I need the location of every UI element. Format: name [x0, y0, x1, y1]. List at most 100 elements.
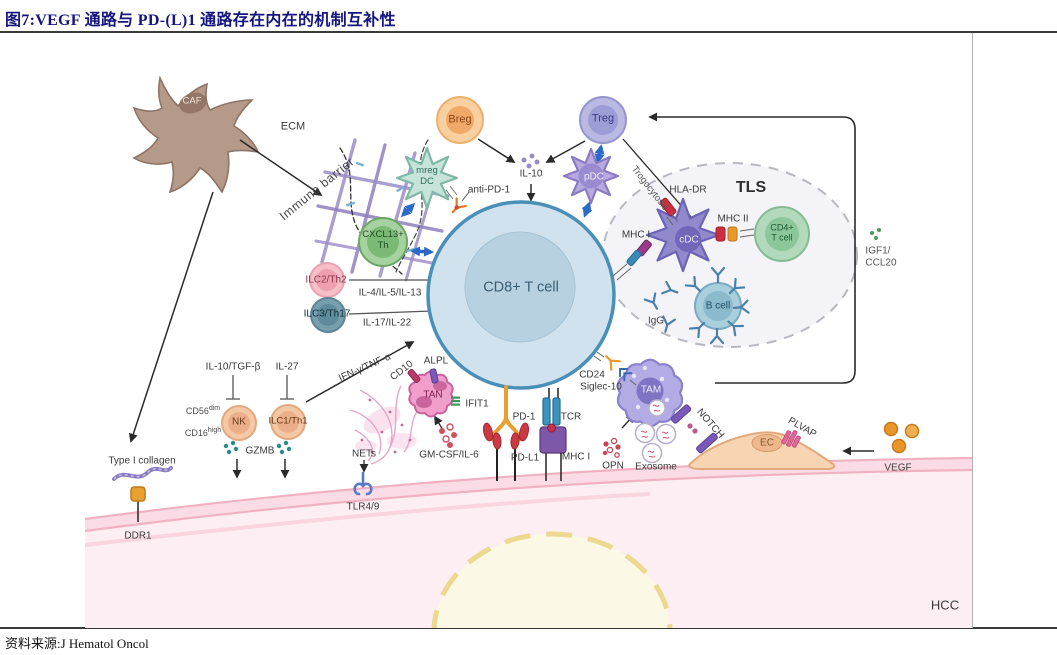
label-il17-il22: IL-17/IL-22	[362, 317, 412, 329]
tam-cell	[616, 358, 684, 428]
title-rule	[0, 31, 1057, 33]
cxcl13-cd8-arrow	[410, 246, 434, 257]
ilc3-line	[348, 310, 433, 315]
mreg-dc-cell	[395, 146, 459, 210]
treg-cell	[579, 96, 627, 144]
source-note: 资料来源:J Hematol Oncol	[5, 636, 149, 651]
label-cd24: CD24	[579, 369, 605, 381]
label-caf: CAF	[182, 95, 202, 107]
cd10-marker	[407, 369, 421, 383]
caf-nucleus	[179, 92, 207, 114]
label-treg: Treg	[591, 112, 615, 125]
mhc2-receptor	[715, 226, 755, 242]
label-cd4-t-cell: CD4+ T cell	[770, 222, 794, 243]
tam-exosome-forming	[648, 399, 666, 417]
label-ifit1: IFIT1	[465, 398, 489, 410]
label-cd8-t-cell: CD8+ T cell	[483, 279, 559, 296]
pdc-cell	[562, 147, 620, 205]
label-mhc1: MHC I	[561, 451, 591, 463]
label-tan: TAN	[423, 389, 443, 401]
plvap-structure	[781, 430, 801, 448]
ilc2-th2-cell	[309, 262, 345, 298]
caf-cell	[132, 75, 260, 194]
opn-dots	[602, 437, 621, 458]
label-cxcl13-th: CXCL13+ Th	[362, 229, 404, 251]
tumor-nucleus	[431, 531, 673, 628]
label-tlr4-9: TLR4/9	[346, 501, 380, 513]
label-pd1: PD-1	[512, 411, 536, 423]
label-gm-csf-il6: GM-CSF/IL-6	[419, 449, 479, 461]
breg-to-il10-arrow	[477, 138, 516, 163]
label-il27: IL-27	[275, 361, 299, 373]
label-opn: OPN	[602, 460, 624, 472]
exosome-vesicles	[634, 422, 677, 464]
alpl-marker	[429, 368, 439, 384]
arrows	[128, 138, 874, 479]
gm-csf-il6-dots	[439, 423, 457, 448]
cd24-siglec10-receptors	[593, 351, 637, 386]
label-il4-il5-il13: IL-4/IL-5/IL-13	[358, 287, 422, 299]
tcr-mhc1-complex	[539, 388, 567, 481]
ifng-tnfa-arrow	[305, 341, 415, 403]
label-ec: EC	[760, 437, 774, 449]
nets-region	[349, 385, 419, 465]
label-breg: Breg	[448, 113, 472, 126]
label-mhc1-tls: MHC I	[621, 229, 651, 241]
cxcl13-th-cell	[358, 217, 408, 267]
label-gzmb: GZMB	[245, 445, 275, 457]
type1-collagen-fiber	[112, 466, 173, 481]
label-pdc: pDC	[583, 171, 605, 183]
treg-to-il10-arrow	[545, 140, 586, 163]
ilc3-th17-cell	[310, 297, 346, 333]
mregdc-cxcl13-arrow	[400, 202, 416, 218]
igf1-ccl20-dots	[870, 228, 881, 240]
label-ilc3-th17: ILC3/Th17	[303, 308, 351, 320]
label-cdc: cDC	[679, 234, 699, 246]
label-tcr: TCR	[560, 411, 582, 423]
gzmb-dots	[223, 440, 292, 455]
label-siglec10: Siglec-10	[580, 381, 622, 393]
figure-title: 图7:VEGF 通路与 PD-(L)1 通路存在内在的机制互补性	[5, 12, 396, 29]
label-ilc2-th2: ILC2/Th2	[305, 274, 347, 286]
caf-to-ecm-arrow	[239, 139, 323, 197]
label-b-cell: B cell	[705, 300, 731, 312]
hcc-tumor-cell	[85, 456, 973, 628]
tan-surface-markers	[407, 368, 460, 406]
label-vegf: VEGF	[884, 462, 912, 474]
label-anti-pd1: anti-PD-1	[467, 184, 511, 196]
label-ecm: ECM	[280, 120, 306, 133]
cd8-t-cell	[426, 200, 616, 390]
mhc1-tls-receptor	[612, 239, 652, 281]
label-nk: NK	[232, 416, 246, 428]
ddr1-receptor	[130, 486, 146, 522]
gmcsf-to-tan-arrow	[434, 415, 444, 431]
label-il10: IL-10	[519, 168, 543, 180]
hla-dr-receptor	[659, 197, 679, 226]
igf1-ccl20-loop-arrow	[648, 112, 856, 384]
label-ddr1: DDR1	[124, 530, 152, 542]
membrane-inner-stripe	[85, 492, 651, 547]
ifit1-marker	[451, 396, 460, 406]
nk-cell	[221, 405, 257, 441]
anti-pd1-antibody	[445, 185, 470, 214]
cd4-t-cell	[754, 206, 810, 262]
il10-dots	[521, 153, 540, 169]
label-alpl: ALPL	[423, 355, 449, 367]
vegf-dots	[883, 421, 920, 454]
barrier-to-collagen-arrow	[128, 191, 214, 443]
label-mhc2: MHC II	[717, 213, 749, 225]
notch-receptor	[670, 404, 718, 454]
label-igf1-ccl20: IGF1/ CCL20	[865, 245, 897, 269]
label-igg: IgG	[647, 315, 665, 327]
label-hla-dr: HLA-DR	[669, 184, 707, 196]
blue-double-arrows	[400, 144, 605, 257]
label-hcc: HCC	[930, 597, 960, 613]
label-cd56-cd16: CD56dim CD16high	[184, 405, 222, 439]
label-ilc1-th1: ILC1/Th1	[268, 415, 308, 427]
cdc-cell	[645, 197, 721, 273]
label-il10-tgfb: IL-10/TGF-β	[205, 361, 261, 373]
label-tam: TAM	[640, 384, 662, 396]
pdl1-receptor	[482, 422, 530, 481]
